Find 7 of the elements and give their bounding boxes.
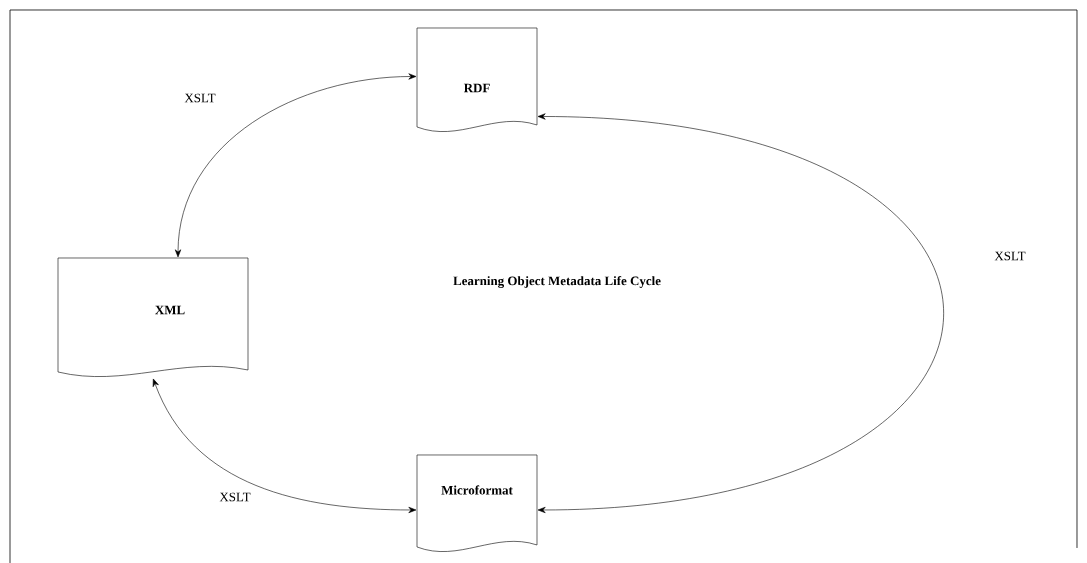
arrow — [174, 73, 417, 258]
arrow — [152, 378, 417, 514]
edge-label: XSLT — [183, 92, 217, 104]
diagram-title: Learning Object Metadata Life Cycle — [453, 275, 661, 288]
edge-label: XSLT — [993, 250, 1027, 262]
arrow — [537, 113, 944, 514]
edge-label: XSLT — [218, 491, 252, 503]
